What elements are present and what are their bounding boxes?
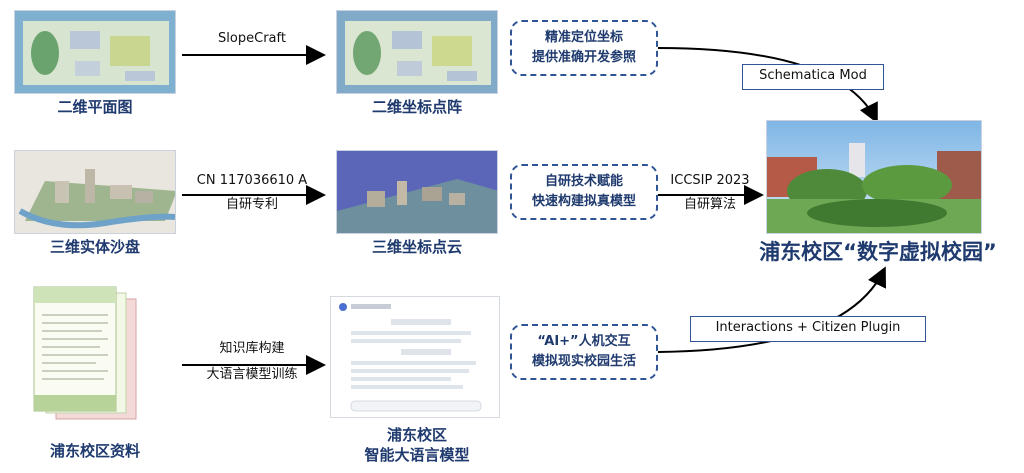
callout-precise-coordinates-line1: 精准定位坐标	[544, 30, 623, 45]
callout-tech-empowerment-line2: 快速构建拟真模型	[531, 194, 636, 209]
sandbox3d-image	[14, 150, 176, 234]
callout-tech-empowerment: 自研技术赋能 快速构建拟真模型	[510, 164, 658, 220]
edge-label-iccsip-line2: 自研算法	[683, 197, 736, 212]
edge-label-slopecraft: SlopeCraft	[218, 31, 286, 46]
sandbox3d-model-graphic	[15, 151, 175, 233]
llm-chat-image	[330, 296, 500, 418]
digital-campus-title: 浦东校区“数字虚拟校园”	[759, 240, 997, 264]
interactions-plugin-box: Interactions + Citizen Plugin	[690, 316, 926, 342]
edge-label-knowledge-line1: 知识库构建	[219, 341, 285, 356]
digital-campus-image	[766, 120, 982, 234]
edge-label-knowledge-line2: 大语言模型训练	[206, 367, 298, 382]
docs-stack-graphic	[33, 286, 137, 420]
plan2d-map-graphic	[15, 11, 175, 93]
cloud3d-label: 三维坐标点云	[371, 238, 462, 256]
docs-label: 浦东校区资料	[49, 442, 140, 460]
digital-campus-render-graphic	[767, 121, 981, 233]
edge-label-iccsip-line1: ICCSIP 2023	[670, 173, 750, 188]
plan2d-label: 二维平面图	[57, 98, 133, 116]
docs-image	[30, 285, 140, 425]
edge-label-patent-line1: CN 117036610 A	[196, 173, 308, 188]
callout-ai-interaction-line2: 模拟现实校园生活	[531, 354, 636, 369]
grid2d-image	[336, 10, 498, 94]
callout-precise-coordinates-line2: 提供准确开发参照	[531, 50, 636, 65]
grid2d-label: 二维坐标点阵	[371, 98, 462, 116]
schematica-mod-box: Schematica Mod	[742, 64, 884, 90]
cloud3d-image	[336, 150, 498, 234]
plan2d-image	[14, 10, 176, 94]
cloud3d-model-graphic	[337, 151, 497, 233]
callout-precise-coordinates: 精准定位坐标 提供准确开发参照	[510, 20, 658, 76]
callout-ai-interaction-line1: “AI+”人机交互	[537, 334, 631, 349]
callout-tech-empowerment-line1: 自研技术赋能	[544, 174, 623, 189]
edge-label-patent-line2: 自研专利	[225, 197, 278, 212]
llm-label-line2: 智能大语言模型	[364, 446, 470, 464]
sandbox3d-label: 三维实体沙盘	[49, 238, 140, 256]
callout-ai-interaction: “AI+”人机交互 模拟现实校园生活	[510, 324, 658, 380]
llm-label-line1: 浦东校区	[386, 426, 447, 444]
grid2d-map-graphic	[337, 11, 497, 93]
llm-chat-graphic	[339, 303, 482, 412]
